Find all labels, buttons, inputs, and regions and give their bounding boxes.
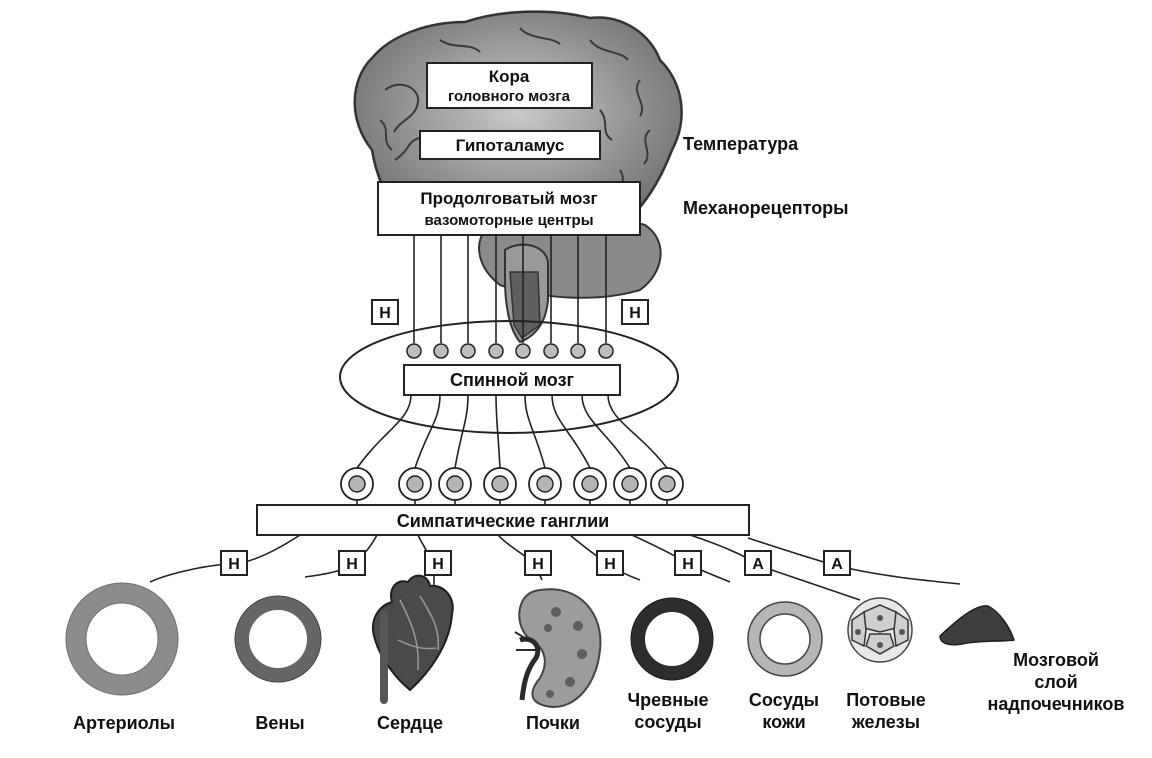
organ-label-heart: Сердце bbox=[377, 713, 443, 733]
preganglionic-fibre-8 bbox=[608, 395, 667, 468]
hypothalamus-label: Гипоталамус bbox=[456, 136, 565, 155]
mediator-heart: Н bbox=[425, 551, 451, 575]
mediator-arterioles: Н bbox=[221, 551, 247, 575]
mediator-kidney-label: Н bbox=[532, 556, 544, 573]
brain-illustration bbox=[355, 12, 682, 342]
adrenal-medulla-icon bbox=[940, 606, 1014, 645]
preganglionic-fibres bbox=[357, 395, 667, 468]
temperature-label: Температура bbox=[683, 134, 799, 154]
skin-vessels-icon bbox=[748, 602, 822, 676]
mediator-visceral-label: Н bbox=[604, 556, 616, 573]
ganglion-neuron-6 bbox=[574, 468, 606, 505]
medulla-label-line2: вазомоторные центры bbox=[424, 212, 593, 229]
fibre-adrenal bbox=[748, 538, 960, 584]
organ-label-kidney: Почки bbox=[526, 713, 580, 733]
mediator-arterioles-label: Н bbox=[228, 556, 240, 573]
cortex-label-line2: головного мозга bbox=[448, 88, 571, 105]
preganglionic-fibre-2 bbox=[415, 395, 440, 468]
sympathetic-ganglia-label: Симпатические ганглии bbox=[397, 511, 609, 531]
spinal-neuron-5 bbox=[516, 344, 530, 358]
mediator-skin: Н bbox=[675, 551, 701, 575]
organ-label-skin-1: Сосуды bbox=[749, 690, 819, 710]
mediator-upper-right-label: Н bbox=[629, 305, 641, 322]
mediator-heart-label: Н bbox=[432, 556, 444, 573]
ganglion-neuron-8 bbox=[651, 468, 683, 505]
veins-icon bbox=[235, 596, 321, 682]
spinal-neuron-8 bbox=[599, 344, 613, 358]
target-mediators: Н Н Н Н Н Н А А bbox=[221, 551, 850, 575]
mediator-sweat-label: А bbox=[752, 556, 764, 573]
mechanoreceptors-label: Механорецепторы bbox=[683, 198, 849, 218]
ganglion-neuron-5 bbox=[529, 468, 561, 505]
mediator-visceral: Н bbox=[597, 551, 623, 575]
spinal-cord: Спинной мозг bbox=[340, 321, 678, 433]
spinal-neuron-2 bbox=[434, 344, 448, 358]
organ-label-adrenal-2: слой bbox=[1034, 672, 1077, 692]
organ-label-veins: Вены bbox=[255, 713, 304, 733]
spinal-neuron-4 bbox=[489, 344, 503, 358]
kidney-icon bbox=[515, 589, 600, 707]
arterioles-icon bbox=[66, 583, 178, 695]
ganglion-neurons bbox=[341, 468, 683, 505]
mediator-kidney: Н bbox=[525, 551, 551, 575]
cortex-box: Кора головного мозга bbox=[427, 63, 592, 108]
ganglion-neuron-3 bbox=[439, 468, 471, 505]
organ-label-skin-2: кожи bbox=[762, 712, 805, 732]
organ-label-visceral-2: сосуды bbox=[634, 712, 701, 732]
organ-label-sweat-2: железы bbox=[851, 712, 920, 732]
spinal-cord-label: Спинной мозг bbox=[450, 370, 575, 390]
spinal-neuron-7 bbox=[571, 344, 585, 358]
mediator-sweat: А bbox=[745, 551, 771, 575]
organ-label-adrenal-3: надпочечников bbox=[988, 694, 1125, 714]
medulla-box: Продолговатый мозг вазомоторные центры bbox=[378, 182, 640, 235]
organ-label-arterioles: Артериолы bbox=[73, 713, 175, 733]
mediator-upper-left-label: Н bbox=[379, 305, 391, 322]
cortex-label-line1: Кора bbox=[489, 67, 530, 86]
spinal-neuron-3 bbox=[461, 344, 475, 358]
ganglion-neuron-1 bbox=[341, 468, 373, 505]
preganglionic-fibre-7 bbox=[582, 395, 630, 468]
ganglion-neuron-4 bbox=[484, 468, 516, 505]
ganglion-neuron-7 bbox=[614, 468, 646, 505]
organ-label-sweat-1: Потовые bbox=[846, 690, 926, 710]
organ-label-visceral-1: Чревные bbox=[628, 690, 709, 710]
spinal-neuron-1 bbox=[407, 344, 421, 358]
mediator-upper-left: Н bbox=[372, 300, 398, 324]
visceral-vessels-icon bbox=[631, 598, 713, 680]
preganglionic-fibre-4 bbox=[496, 395, 500, 468]
medulla-label-line1: Продолговатый мозг bbox=[420, 189, 597, 208]
organ-label-adrenal-1: Мозговой bbox=[1013, 650, 1099, 670]
sweat-glands-icon bbox=[848, 598, 912, 662]
mediator-veins: Н bbox=[339, 551, 365, 575]
hypothalamus-box: Гипоталамус bbox=[420, 131, 600, 159]
spinal-neuron-6 bbox=[544, 344, 558, 358]
mediator-skin-label: Н bbox=[682, 556, 694, 573]
sympathetic-ganglia: Симпатические ганглии bbox=[257, 505, 749, 535]
heart-icon bbox=[373, 576, 453, 700]
mediator-veins-label: Н bbox=[346, 556, 358, 573]
mediator-adrenal: А bbox=[824, 551, 850, 575]
mediator-adrenal-label: А bbox=[831, 556, 843, 573]
mediator-upper-right: Н bbox=[622, 300, 648, 324]
ganglion-neuron-2 bbox=[399, 468, 431, 505]
